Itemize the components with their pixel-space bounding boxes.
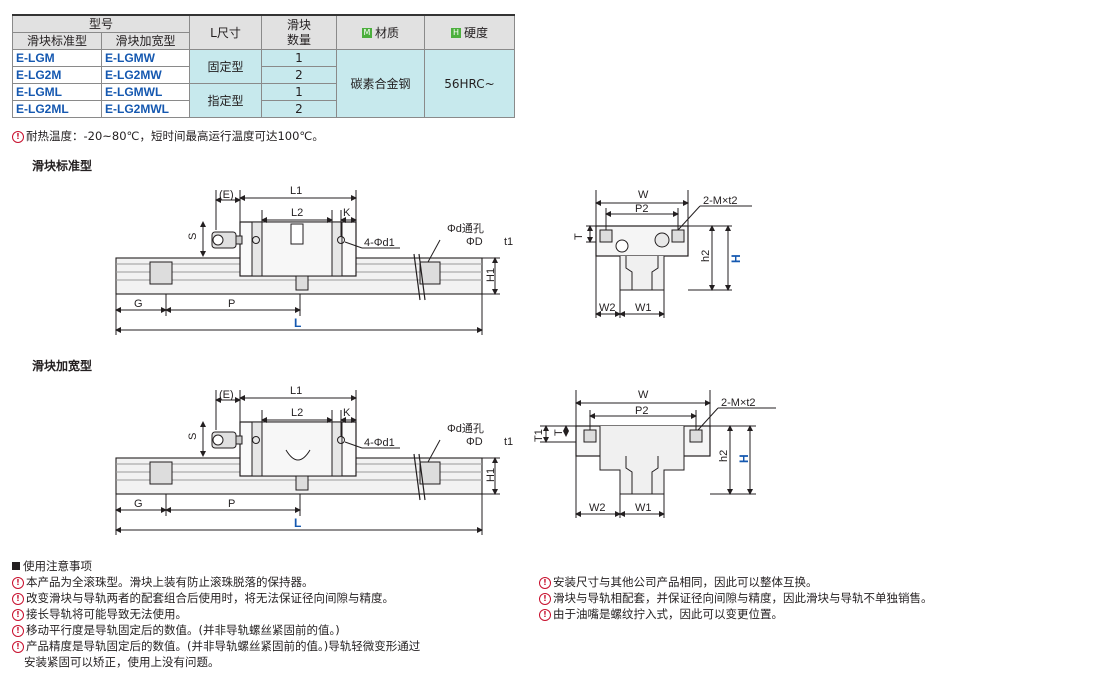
block-count: 1 <box>261 83 337 101</box>
note-left-1: !本产品为全滚珠型。滑块上装有防止滚珠脱落的保持器。 <box>12 574 314 590</box>
header-wide: 滑块加宽型 <box>101 32 190 50</box>
section-title-wide: 滑块加宽型 <box>32 359 93 373</box>
dim-g: G <box>134 298 143 310</box>
standard-side-view <box>115 190 500 335</box>
notes-title: 使用注意事项 <box>12 558 92 574</box>
table-row: E-LG2ML E-LG2MWL 2 <box>12 100 515 118</box>
dim-w: W <box>638 389 649 401</box>
note-mark-icon: ! <box>12 608 24 621</box>
note-right-2: !滑块与导轨相配套，并保证径向间隙与精度，因此滑块与导轨不单独销售。 <box>539 590 933 606</box>
note-mark-icon: ! <box>539 576 551 589</box>
dim-l: L <box>294 316 301 330</box>
dim-s: S <box>187 233 199 240</box>
note-mark-icon: ! <box>12 576 24 589</box>
dim-k: K <box>343 207 351 219</box>
note-mark-icon: ! <box>12 592 24 605</box>
lsize-specified: 指定型 <box>189 83 262 118</box>
temp-note: !耐热温度：-20~80℃，短时间最高运行温度可达100℃。 <box>12 128 324 144</box>
dim-p: P <box>228 498 235 510</box>
note-left-3: !接长导轨将可能导致无法使用。 <box>12 606 187 622</box>
part-wide[interactable]: E-LGMWL <box>101 83 190 101</box>
dim-w: W <box>638 189 649 201</box>
dim-t1: t1 <box>504 236 513 248</box>
note-left-5: !产品精度是导轨固定后的数值。(并非导轨螺丝紧固前的值。)导轨轻微变形通过 <box>12 638 420 654</box>
block-count: 2 <box>261 66 337 84</box>
table-row: E-LG2M E-LG2MW 2 <box>12 66 515 84</box>
dim-hole: 4-Φd1 <box>364 237 395 249</box>
hardness-badge-icon: H <box>450 28 461 38</box>
dim-l2: L2 <box>291 207 303 219</box>
note-right-3: !由于油嘴是螺纹拧入式，因此可以变更位置。 <box>539 606 783 622</box>
wide-side-view <box>115 390 500 535</box>
dim-cbore: ΦD <box>466 436 483 448</box>
note-right-1: !安装尺寸与其他公司产品相同，因此可以整体互换。 <box>539 574 818 590</box>
dim-h2: h2 <box>718 450 730 462</box>
dim-e: (E) <box>219 389 234 401</box>
square-bullet-icon <box>12 562 20 570</box>
part-wide[interactable]: E-LGMW <box>101 49 190 67</box>
header-blocks: 滑块数量 <box>261 14 337 50</box>
material-value: 碳素合金钢 <box>336 49 425 118</box>
note-mark-icon: ! <box>539 592 551 605</box>
dim-t1: t1 <box>504 436 513 448</box>
note-mark-icon: ! <box>12 624 24 637</box>
note-mark-icon: ! <box>12 640 24 653</box>
part-std[interactable]: E-LG2ML <box>12 100 102 118</box>
dim-p: P <box>228 298 235 310</box>
dim-cbore: ΦD <box>466 236 483 248</box>
dim-h1: H1 <box>485 268 497 282</box>
part-std[interactable]: E-LG2M <box>12 66 102 84</box>
dim-w2: W2 <box>589 502 606 514</box>
header-model: 型号 <box>12 14 190 33</box>
part-wide[interactable]: E-LG2MWL <box>101 100 190 118</box>
dim-g: G <box>134 498 143 510</box>
dim-h: H <box>729 254 743 263</box>
dim-w1: W1 <box>635 502 652 514</box>
dim-w2: W2 <box>599 302 616 314</box>
dim-t: T <box>573 233 585 240</box>
note-mark-icon: ! <box>12 130 24 143</box>
dim-through: Φd通孔 <box>447 422 484 435</box>
dim-s: S <box>187 433 199 440</box>
dim-l2: L2 <box>291 407 303 419</box>
note-left-5-cont: 安装紧固可以矫正，使用上没有问题。 <box>24 655 220 669</box>
hardness-value: 56HRC~ <box>424 49 515 118</box>
dim-thread: 2-M×t2 <box>721 397 756 409</box>
dim-h1: H1 <box>485 468 497 482</box>
dim-l1: L1 <box>290 385 302 397</box>
block-count: 1 <box>261 49 337 67</box>
dim-h2: h2 <box>700 250 712 262</box>
dim-p2: P2 <box>635 203 648 215</box>
note-left-4: !移动平行度是导轨固定后的数值。(并非导轨螺丝紧固前的值。) <box>12 622 340 638</box>
dim-l1: L1 <box>290 185 302 197</box>
section-title-standard: 滑块标准型 <box>32 159 93 173</box>
note-left-2: !改变滑块与导轨两者的配套组合后使用时，将无法保证径向间隙与精度。 <box>12 590 394 606</box>
dim-l: L <box>294 516 301 530</box>
dim-p2: P2 <box>635 405 648 417</box>
dim-thread: 2-M×t2 <box>703 195 738 207</box>
dim-w1: W1 <box>635 302 652 314</box>
material-badge-icon: M <box>361 28 372 38</box>
part-std[interactable]: E-LGM <box>12 49 102 67</box>
dim-hole: 4-Φd1 <box>364 437 395 449</box>
standard-end-view <box>586 190 752 318</box>
dim-t1-end: T1 <box>533 429 545 442</box>
dim-e: (E) <box>219 189 234 201</box>
dim-h: H <box>737 454 751 463</box>
dim-t: T <box>553 429 565 436</box>
dim-through: Φd通孔 <box>447 222 484 235</box>
header-std: 滑块标准型 <box>12 32 102 50</box>
block-count: 2 <box>261 100 337 118</box>
wide-end-view <box>540 390 776 518</box>
dim-k: K <box>343 407 351 419</box>
note-mark-icon: ! <box>539 608 551 621</box>
